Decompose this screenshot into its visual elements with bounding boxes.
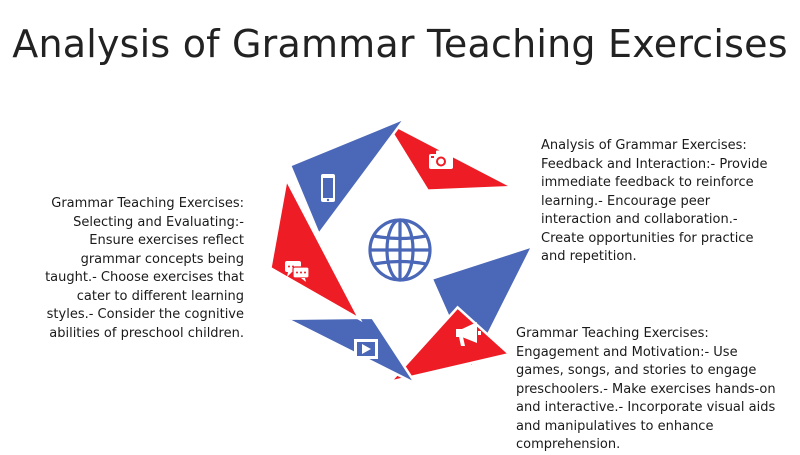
camera-icon <box>429 150 453 169</box>
segment-blue-upper-left <box>288 115 409 237</box>
engagement-motivation-text: Grammar Teaching Exercises: Engagement a… <box>516 326 776 452</box>
feedback-interaction-text: Analysis of Grammar Exercises: Feedback … <box>541 138 768 264</box>
megaphone-icon <box>456 322 481 346</box>
page-title: Analysis of Grammar Teaching Exercises <box>12 22 788 66</box>
selecting-evaluating-text: Grammar Teaching Exercises: Selecting an… <box>45 196 244 341</box>
play-video-icon <box>354 339 378 359</box>
segment-red-lower-right <box>386 305 512 384</box>
video-camera-icon <box>492 226 516 248</box>
chat-bubbles-icon <box>285 261 310 282</box>
segment-blue-bottom <box>285 316 420 387</box>
globe-icon <box>368 218 432 282</box>
segment-red-left <box>269 175 363 323</box>
smartphone-icon <box>321 174 335 202</box>
